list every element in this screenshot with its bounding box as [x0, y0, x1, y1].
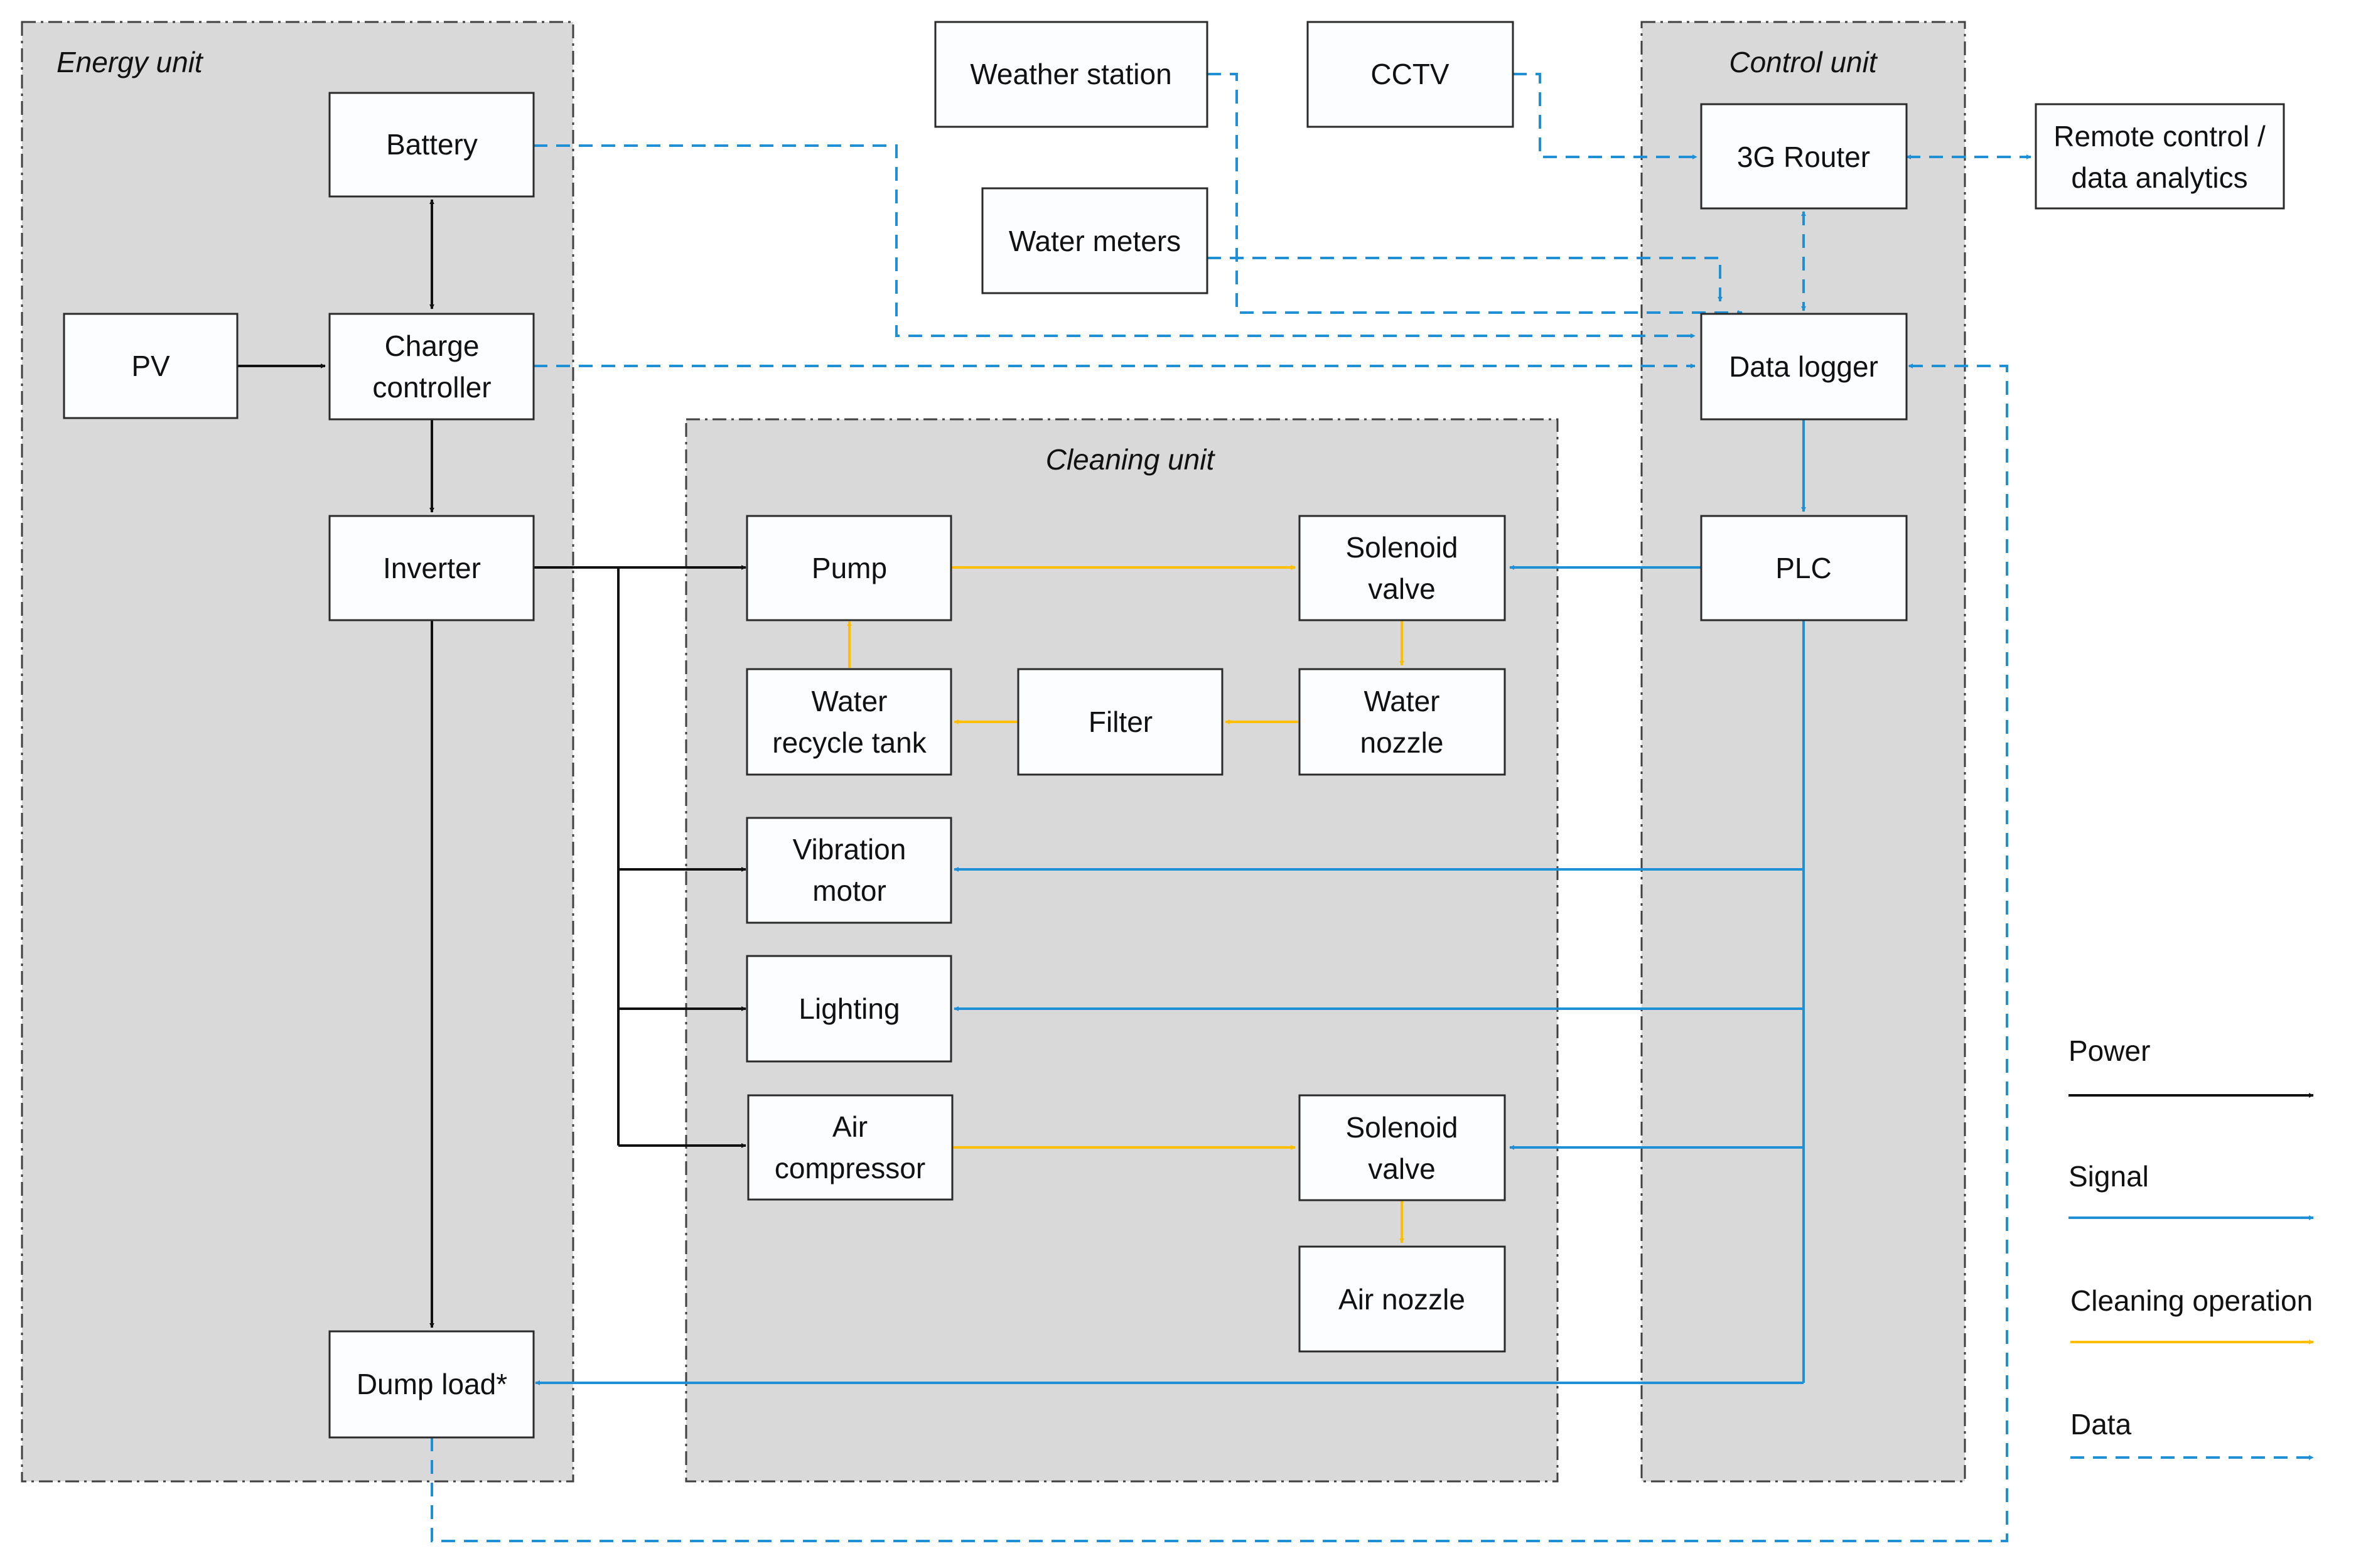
label-line: Water: [1364, 685, 1440, 717]
solenoid-valve-1-node: Solenoid valve: [1298, 515, 1506, 621]
energy-unit-title: Energy unit: [56, 46, 204, 78]
label-line: Water: [812, 685, 888, 717]
pump-node: Pump: [746, 515, 952, 621]
label-line: recycle tank: [772, 726, 927, 759]
control-unit-title: Control unit: [1729, 46, 1878, 78]
label-line: Pump: [812, 552, 887, 584]
power-connections: [237, 199, 746, 1328]
nodes: Battery PV Charge controller Inverter Dum…: [63, 21, 2285, 1439]
label-line: compressor: [775, 1152, 925, 1184]
air-nozzle-node: Air nozzle: [1298, 1245, 1506, 1353]
air-compressor-node: Air compressor: [747, 1094, 954, 1201]
label-line: valve: [1368, 1152, 1435, 1185]
legend-cleaning-label: Cleaning operation: [2070, 1284, 2313, 1317]
solenoid-valve-2-node: Solenoid valve: [1298, 1094, 1506, 1201]
label-line: Inverter: [383, 552, 481, 584]
label-line: 3G Router: [1737, 141, 1870, 173]
charge-controller-node: Charge controller: [328, 313, 535, 421]
label-line: Remote control /: [2053, 120, 2266, 153]
cleaning-unit-title: Cleaning unit: [1046, 443, 1216, 476]
legend: Power Signal Cleaning operation Data: [2068, 1034, 2314, 1460]
data-water-meters-to-data-logger: [1207, 257, 1723, 302]
label-line: Dump load*: [357, 1368, 507, 1400]
cleaning-connections: [847, 565, 1404, 1243]
label-line: PV: [131, 350, 170, 382]
data-cctv-to-router: [1513, 73, 1697, 159]
water-recycle-tank-node: Water recycle tank: [746, 668, 952, 776]
air-nozzle-label: Air nozzle: [1338, 1283, 1465, 1316]
cctv-label: CCTV: [1370, 58, 1450, 90]
label-line: motor: [812, 874, 886, 907]
filter-label: Filter: [1089, 706, 1153, 738]
weather-station-node: Weather station: [934, 21, 1208, 128]
pump-label: Pump: [812, 552, 887, 584]
solenoid-valve-2-label: Solenoid valve: [1345, 1111, 1458, 1185]
legend-signal-label: Signal: [2068, 1160, 2149, 1193]
router-node: 3G Router: [1700, 103, 1908, 210]
label-line: CCTV: [1370, 58, 1450, 90]
inverter-label: Inverter: [383, 552, 481, 584]
data-logger-node: Data logger: [1700, 313, 1908, 421]
data-logger-label: Data logger: [1729, 350, 1878, 383]
label-line: valve: [1368, 572, 1435, 605]
label-line: Air nozzle: [1338, 1283, 1465, 1316]
data-battery-to-data-logger: [534, 144, 1696, 338]
dump-load-label: Dump load*: [357, 1368, 507, 1400]
label-line: controller: [372, 371, 491, 404]
data-weather-station-to-data-logger: [1207, 73, 1743, 315]
label-line: Air: [832, 1110, 868, 1143]
air-compressor-label: Air compressor: [775, 1110, 925, 1184]
legend-data-label: Data: [2070, 1408, 2132, 1441]
inverter-node: Inverter: [328, 515, 535, 621]
water-nozzle-node: Water nozzle: [1298, 668, 1506, 776]
vibration-motor-node: Vibration motor: [746, 817, 952, 924]
router-label: 3G Router: [1737, 141, 1870, 173]
battery-label: Battery: [386, 128, 478, 161]
label-line: Data logger: [1729, 350, 1878, 383]
lighting-node: Lighting: [746, 955, 952, 1063]
lighting-label: Lighting: [799, 992, 900, 1025]
label-line: nozzle: [1360, 726, 1444, 759]
water-nozzle-label: Water nozzle: [1360, 685, 1444, 759]
label-line: data analytics: [2071, 161, 2247, 194]
data-connections: [431, 73, 2031, 1542]
label-line: PLC: [1775, 552, 1831, 584]
label-line: Solenoid: [1345, 1111, 1458, 1144]
label-line: Vibration: [793, 833, 906, 866]
remote-control-node: Remote control / data analytics: [2035, 103, 2285, 210]
pv-label: PV: [131, 350, 170, 382]
water-meters-node: Water meters: [981, 187, 1208, 294]
solenoid-valve-1-label: Solenoid valve: [1345, 531, 1458, 605]
legend-power-label: Power: [2068, 1034, 2150, 1067]
label-line: Filter: [1089, 706, 1153, 738]
energy-unit-group: [21, 21, 574, 1483]
remote-control-label: Remote control / data analytics: [2053, 120, 2266, 194]
label-line: Water meters: [1009, 225, 1181, 257]
cctv-node: CCTV: [1306, 21, 1514, 128]
plc-label: PLC: [1775, 552, 1831, 584]
water-meters-label: Water meters: [1009, 225, 1181, 257]
data-dump-load-to-data-logger: [431, 363, 2008, 1542]
water-recycle-tank-label: Water recycle tank: [772, 685, 927, 759]
filter-node: Filter: [1017, 668, 1224, 776]
plc-node: PLC: [1700, 515, 1908, 621]
label-line: Lighting: [799, 992, 900, 1025]
weather-station-label: Weather station: [970, 58, 1171, 90]
dump-load-node: Dump load*: [328, 1330, 535, 1439]
battery-node: Battery: [328, 92, 535, 198]
pv-node: PV: [63, 313, 239, 419]
charge-controller-label: Charge controller: [372, 330, 491, 404]
label-line: Weather station: [970, 58, 1171, 90]
vibration-motor-label: Vibration motor: [793, 833, 906, 907]
label-line: Solenoid: [1345, 531, 1458, 564]
label-line: Battery: [386, 128, 478, 161]
signal-connections: [535, 419, 1806, 1385]
label-line: Charge: [385, 330, 480, 362]
